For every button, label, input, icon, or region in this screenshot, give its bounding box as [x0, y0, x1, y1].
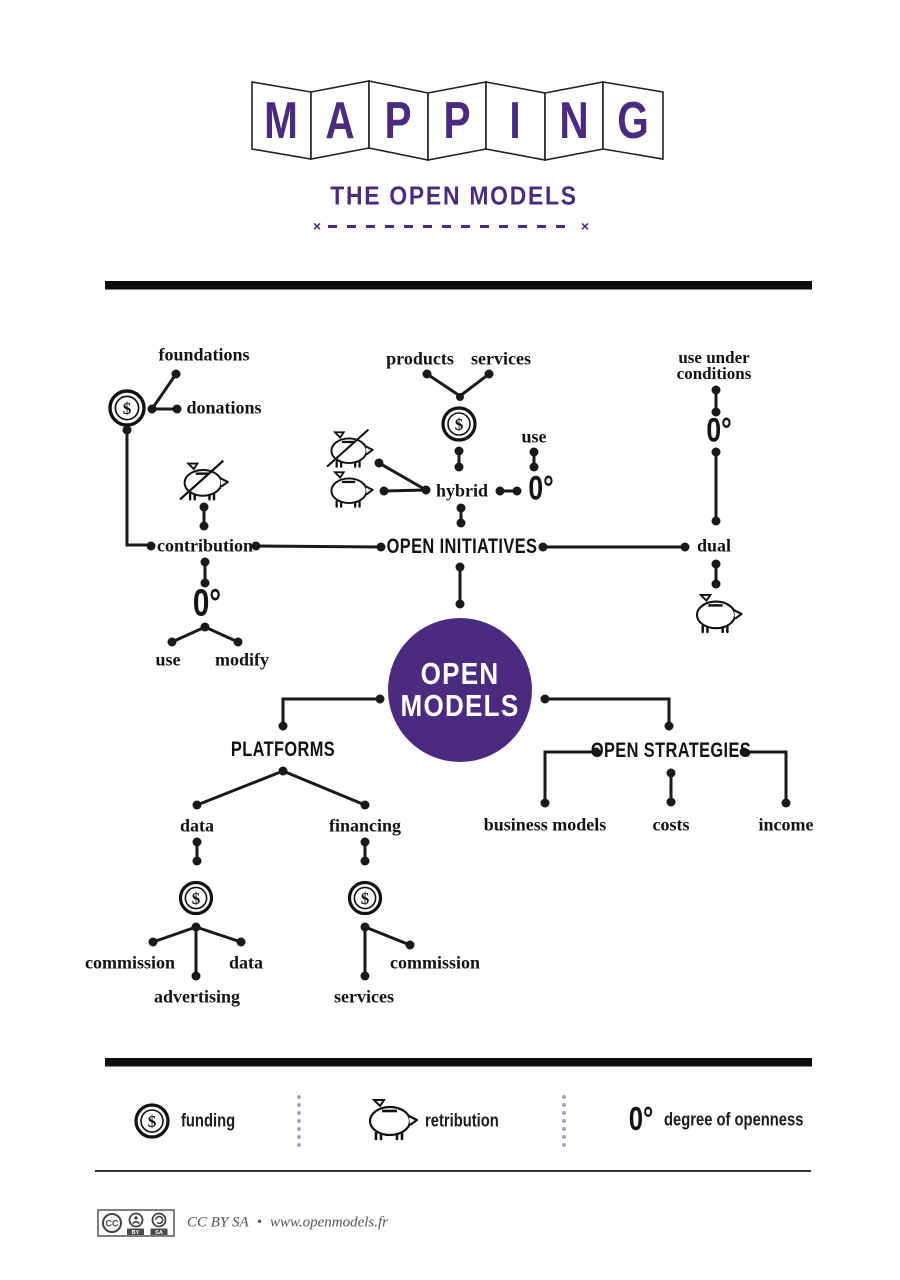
- footer-license: CC BY SA: [187, 1214, 249, 1231]
- title-letter: M: [264, 91, 298, 149]
- node-data: data: [179, 815, 215, 836]
- piggy-crossed-icon: [179, 459, 230, 501]
- center-line1: OPEN: [420, 656, 500, 691]
- dash-line: [328, 224, 574, 228]
- node-commission-right: commission: [390, 952, 480, 973]
- dollar-glyph: $: [123, 399, 132, 418]
- footer-credit: CC BY SA • www.openmodels.fr: [187, 1215, 388, 1232]
- coin-icon: $: [108, 389, 146, 427]
- node-business-models: business models: [483, 814, 607, 835]
- degree-symbol: 0°: [706, 411, 732, 450]
- center-circle-label: OPEN MODELS: [401, 658, 520, 722]
- legend-funding-label: funding: [181, 1110, 236, 1131]
- legend-retribution-label: retribution: [425, 1110, 499, 1131]
- node-donations: donations: [186, 397, 262, 418]
- node-financing: financing: [328, 815, 402, 836]
- use-under-line1: use under: [678, 348, 750, 367]
- node-use-mid: use: [521, 426, 547, 447]
- node-data-sub: data: [228, 952, 264, 973]
- degree-symbol: 0°: [192, 582, 222, 625]
- center-line2: MODELS: [400, 688, 520, 723]
- piggy-icon: [695, 593, 743, 634]
- center-circle: [388, 618, 532, 762]
- footer-url: www.openmodels.fr: [269, 1214, 389, 1231]
- footer-separator-line: [95, 1170, 811, 1172]
- dollar-glyph: $: [192, 889, 201, 908]
- node-commission-left: commission: [85, 952, 175, 973]
- node-income: income: [758, 814, 814, 835]
- node-modify: modify: [215, 649, 269, 670]
- node-advertising: advertising: [153, 986, 241, 1007]
- node-use-under-conditions: use under conditions: [676, 348, 752, 383]
- title-letter: A: [325, 91, 354, 149]
- legend-degree-symbol: 0°: [628, 1100, 654, 1137]
- node-hybrid: hybrid: [435, 480, 489, 501]
- legend-separator-bar: [105, 1058, 812, 1067]
- title-letter: G: [617, 91, 649, 149]
- top-separator-bar: [105, 281, 812, 290]
- dollar-glyph: $: [455, 415, 464, 434]
- node-dual: dual: [696, 535, 732, 556]
- title-letter: P: [443, 91, 470, 149]
- title-letter: I: [509, 91, 520, 149]
- node-products: products: [386, 348, 454, 369]
- dollar-glyph: $: [148, 1112, 157, 1131]
- legend-divider: [297, 1095, 301, 1147]
- legend-openness-label: degree of openness: [664, 1109, 804, 1130]
- branch-open-initiatives: OPEN INITIATIVES: [386, 535, 538, 558]
- by-person-icon: [134, 1216, 138, 1220]
- cc-badge: CC BY SA: [97, 1209, 175, 1237]
- node-services: services: [471, 348, 531, 369]
- piggy-icon: [330, 471, 374, 508]
- coin-icon: $: [347, 880, 383, 916]
- title-letter: P: [384, 91, 411, 149]
- title-banner: [251, 80, 664, 161]
- title-letters: M A P P I N G: [264, 91, 649, 149]
- dollar-glyph: $: [361, 889, 370, 908]
- branch-platforms: PLATFORMS: [230, 738, 336, 761]
- title-letter: N: [559, 91, 588, 149]
- node-costs: costs: [652, 814, 690, 835]
- poster-subtitle: THE OPEN MODELS: [330, 180, 578, 211]
- connector-lines: [125, 372, 788, 978]
- degree-symbol: 0°: [528, 469, 554, 508]
- sa-arrow-icon: [154, 1215, 164, 1225]
- footer-bullet: •: [256, 1214, 262, 1231]
- node-use-left: use: [155, 649, 181, 670]
- branch-open-strategies: OPEN STRATEGIES: [590, 739, 752, 762]
- node-services-sub: services: [334, 986, 394, 1007]
- subtitle-dash-rule: × ×: [313, 219, 589, 233]
- use-under-line2: conditions: [676, 364, 752, 383]
- coin-icon: $: [178, 880, 214, 916]
- dash-cross-left: ×: [313, 218, 322, 234]
- legend-coin-icon: $: [134, 1103, 170, 1139]
- piggy-crossed-icon: [326, 428, 374, 468]
- by-label: BY: [132, 1230, 140, 1236]
- legend-piggy-icon: [368, 1098, 419, 1141]
- dash-cross-right: ×: [580, 218, 589, 234]
- sa-label: SA: [155, 1230, 163, 1236]
- node-contribution: contribution: [156, 535, 254, 556]
- node-foundations: foundations: [158, 344, 250, 365]
- connector-dots: [122, 369, 791, 981]
- cc-logo-icon: CC: [106, 1219, 119, 1229]
- coin-icon: $: [441, 406, 477, 442]
- legend-divider: [562, 1095, 566, 1147]
